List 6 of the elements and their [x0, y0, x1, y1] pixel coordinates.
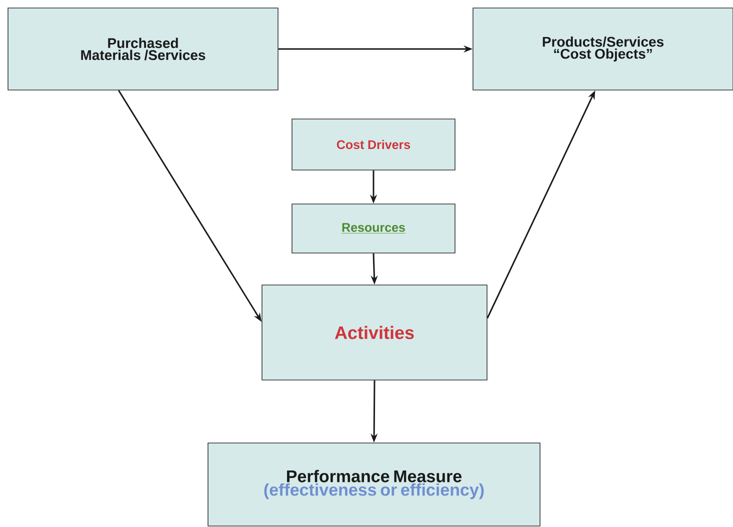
process-box: Cost Drivers [292, 118, 456, 170]
process-box: Performance Measure (effectiveness or efficiency) [208, 442, 540, 526]
process-box: Products/Services “Cost Objects” [472, 8, 733, 90]
process-box: Activities [262, 284, 488, 380]
process-box: Purchased Materials /Services [8, 8, 278, 90]
process-box: Resources [292, 204, 456, 254]
